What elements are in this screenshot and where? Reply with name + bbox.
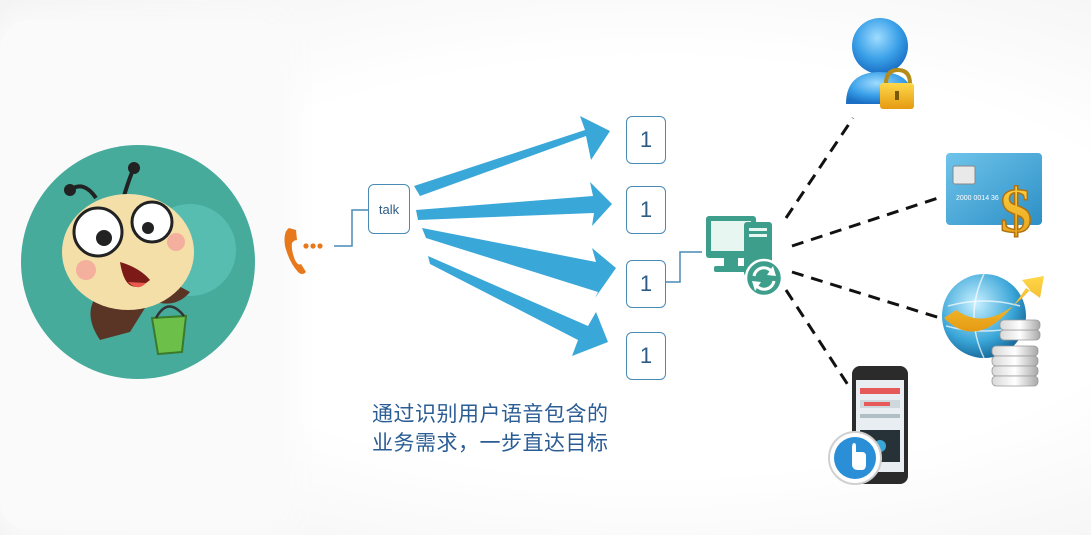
target-label: 1: [639, 271, 653, 296]
credit-card-dollar-icon: 2000 0014 36 $: [946, 153, 1042, 247]
card-number: 2000 0014 36: [956, 195, 999, 202]
talk-node: talk: [368, 184, 410, 234]
mobile-touch-icon: [828, 366, 908, 485]
user-lock-icon: [846, 18, 914, 109]
target-label: 1: [639, 197, 653, 222]
caption: 通过识别用户语音包含的 业务需求，一步直达目标: [372, 400, 672, 458]
phone-talk-connector: [334, 209, 368, 247]
target-label: 1: [639, 343, 653, 368]
target-box-3: 1: [626, 260, 666, 308]
caption-line-2: 业务需求，一步直达目标: [372, 431, 609, 455]
caption-line-1: 通过识别用户语音包含的: [372, 402, 609, 426]
talk-label: talk: [378, 201, 400, 217]
target-box-1: 1: [626, 116, 666, 164]
computer-sync-icon: [706, 216, 784, 298]
box-computer-connector: [666, 251, 702, 283]
fan-out-arrows: [414, 116, 616, 356]
target-box-2: 1: [626, 186, 666, 234]
target-label: 1: [639, 127, 653, 152]
globe-coins-icon: [942, 273, 1044, 387]
dashed-connectors: [784, 117, 941, 389]
bee-mascot-icon: [21, 145, 255, 379]
phone-call-icon: [284, 228, 323, 274]
target-box-4: 1: [626, 332, 666, 380]
dollar-sign: $: [1000, 175, 1032, 246]
